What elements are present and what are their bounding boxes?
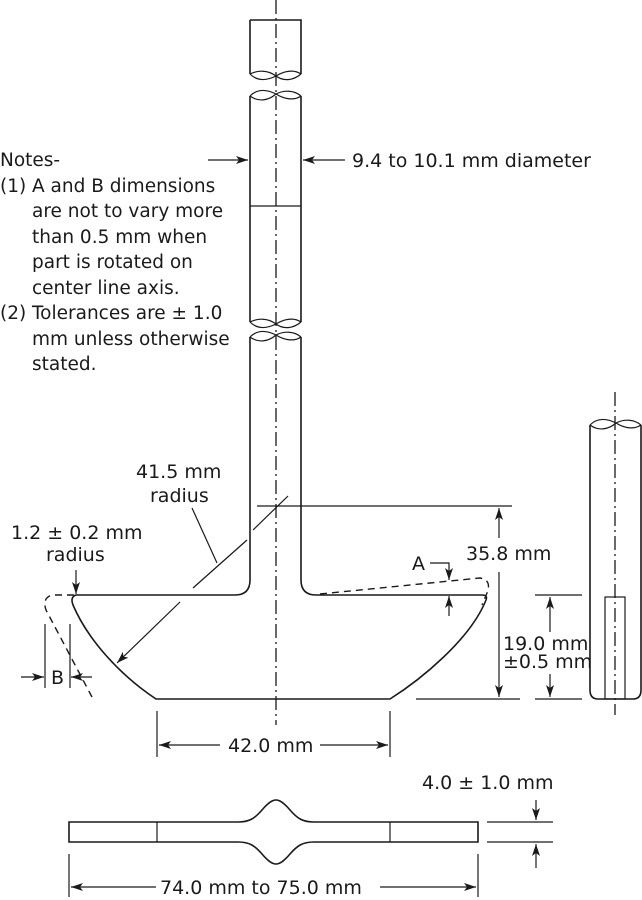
a-label: A xyxy=(412,553,425,575)
overall-height-label: 35.8 mm xyxy=(466,543,551,565)
shaft-break-lower-start xyxy=(249,330,302,342)
note-number: (2) xyxy=(0,303,27,324)
shaft-lower-segment xyxy=(234,337,317,596)
blade-front-view xyxy=(44,577,490,700)
note-text: Tolerances are ± 1.0 mm unless otherwise… xyxy=(32,303,230,375)
blade-edge-tolerance-right xyxy=(319,577,490,606)
blade-outline xyxy=(71,594,488,700)
note-item: (2) Tolerances are ± 1.0 mm unless other… xyxy=(0,301,240,378)
shaft-diameter-dimension: 9.4 to 10.1 mm diameter xyxy=(208,150,591,172)
b-label: B xyxy=(51,667,64,689)
shaft-diameter-label: 9.4 to 10.1 mm diameter xyxy=(352,150,591,172)
a-dimension: A xyxy=(412,553,453,616)
blade-height-value: 19.0 mm xyxy=(503,633,588,655)
side-view-break xyxy=(589,418,642,430)
edge-radius-value: 1.2 ± 0.2 mm xyxy=(11,522,143,544)
thickness-dimension: 4.0 ± 1.0 mm xyxy=(422,772,554,868)
shaft-front-view xyxy=(234,19,317,596)
blade-height-tolerance: ±0.5 mm xyxy=(503,651,592,673)
blade-edge-tolerance-left xyxy=(44,594,93,698)
top-view xyxy=(68,799,479,865)
shaft-middle-segment xyxy=(249,96,302,322)
shaft-top-segment xyxy=(249,19,302,74)
side-view xyxy=(589,392,642,715)
edge-radius-dimension: 1.2 ± 0.2 mm radius xyxy=(11,522,143,594)
bottom-width-dimension: 42.0 mm xyxy=(156,711,391,757)
note-text: A and B dimensions are not to vary more … xyxy=(32,175,224,299)
top-view-outline xyxy=(68,799,479,865)
thickness-label: 4.0 ± 1.0 mm xyxy=(422,772,554,794)
bottom-width-label: 42.0 mm xyxy=(228,735,313,757)
notes-heading: Notes- xyxy=(0,150,61,171)
note-item: (1) A and B dimensions are not to vary m… xyxy=(0,174,240,302)
b-dimension: B xyxy=(21,624,92,689)
overall-height-dimension: 35.8 mm xyxy=(300,505,551,700)
blade-radius-word: radius xyxy=(150,485,209,507)
notes-block: Notes- (1) A and B dimensions are not to… xyxy=(0,148,240,378)
shaft-break-upper-start xyxy=(249,89,302,101)
blade-height-dimension: 19.0 mm ±0.5 mm xyxy=(503,594,592,700)
note-number: (1) xyxy=(0,175,27,197)
blade-radius-dimension: 41.5 mm radius xyxy=(116,461,300,664)
overall-length-label: 74.0 mm to 75.0 mm xyxy=(160,877,362,899)
blade-radius-value: 41.5 mm xyxy=(136,461,221,483)
edge-radius-word: radius xyxy=(46,544,105,566)
overall-length-dimension: 74.0 mm to 75.0 mm xyxy=(68,854,479,899)
